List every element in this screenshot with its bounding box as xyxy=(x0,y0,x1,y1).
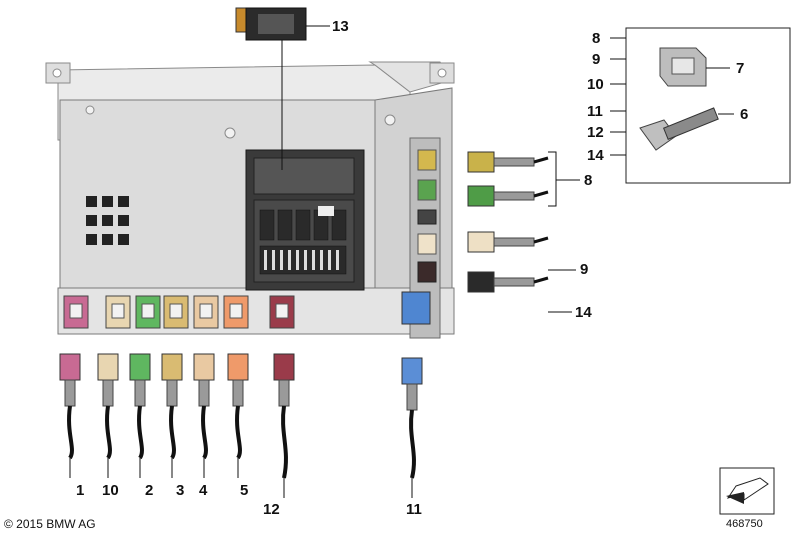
unit-socket-3 xyxy=(163,295,189,329)
right-cable-8-0 xyxy=(467,151,549,173)
bottom-cables xyxy=(59,353,423,498)
callout-3: 3 xyxy=(176,482,185,499)
callout-9-right: 9 xyxy=(580,261,589,278)
unit-socket-10 xyxy=(105,295,131,329)
cable-part-1 xyxy=(59,353,81,478)
callout-10: 10 xyxy=(102,482,119,499)
spare-parts-inset xyxy=(610,27,791,184)
right-cables xyxy=(467,151,580,313)
vent-grid xyxy=(86,196,129,245)
callout-12: 12 xyxy=(263,501,280,518)
callout-11: 11 xyxy=(406,501,422,518)
unit-socket-4 xyxy=(193,295,219,329)
copyright-text: © 2015 BMW AG xyxy=(4,517,96,531)
top-plug-part xyxy=(235,7,330,170)
side-connector-column xyxy=(401,137,441,339)
inset-label-6: 6 xyxy=(740,106,749,123)
inset-label-7: 7 xyxy=(736,60,745,77)
inset-label-9: 9 xyxy=(592,51,601,68)
cable-part-2 xyxy=(129,353,151,478)
unit-socket-12 xyxy=(269,295,295,329)
right-cable-14-3 xyxy=(467,271,549,293)
image-id-text: 468750 xyxy=(726,518,763,530)
central-connector-block xyxy=(245,149,365,291)
callout-13: 13 xyxy=(332,18,349,35)
callout-14-right: 14 xyxy=(575,304,592,321)
cable-part-12 xyxy=(273,353,295,498)
inset-label-8: 8 xyxy=(592,30,601,47)
callout-2: 2 xyxy=(145,482,154,499)
inset-label-14: 14 xyxy=(587,147,604,164)
view-direction-symbol xyxy=(719,467,775,515)
inset-label-11: 11 xyxy=(587,103,603,120)
callout-8-right: 8 xyxy=(584,172,593,189)
unit-sockets xyxy=(63,295,295,329)
callout-5: 5 xyxy=(240,482,249,499)
inset-label-12: 12 xyxy=(587,124,604,141)
callout-4: 4 xyxy=(199,482,208,499)
cable-part-5 xyxy=(227,353,249,478)
right-cable-8-1 xyxy=(467,185,549,207)
cable-part-10 xyxy=(97,353,119,478)
callout-1: 1 xyxy=(76,482,85,499)
cable-part-4 xyxy=(193,353,215,478)
unit-socket-1 xyxy=(63,295,89,329)
right-cable-9-2 xyxy=(467,231,549,253)
cable-part-3 xyxy=(161,353,183,478)
unit-socket-2 xyxy=(135,295,161,329)
unit-socket-5 xyxy=(223,295,249,329)
cable-part-11 xyxy=(401,357,423,498)
inset-label-10: 10 xyxy=(587,76,604,93)
